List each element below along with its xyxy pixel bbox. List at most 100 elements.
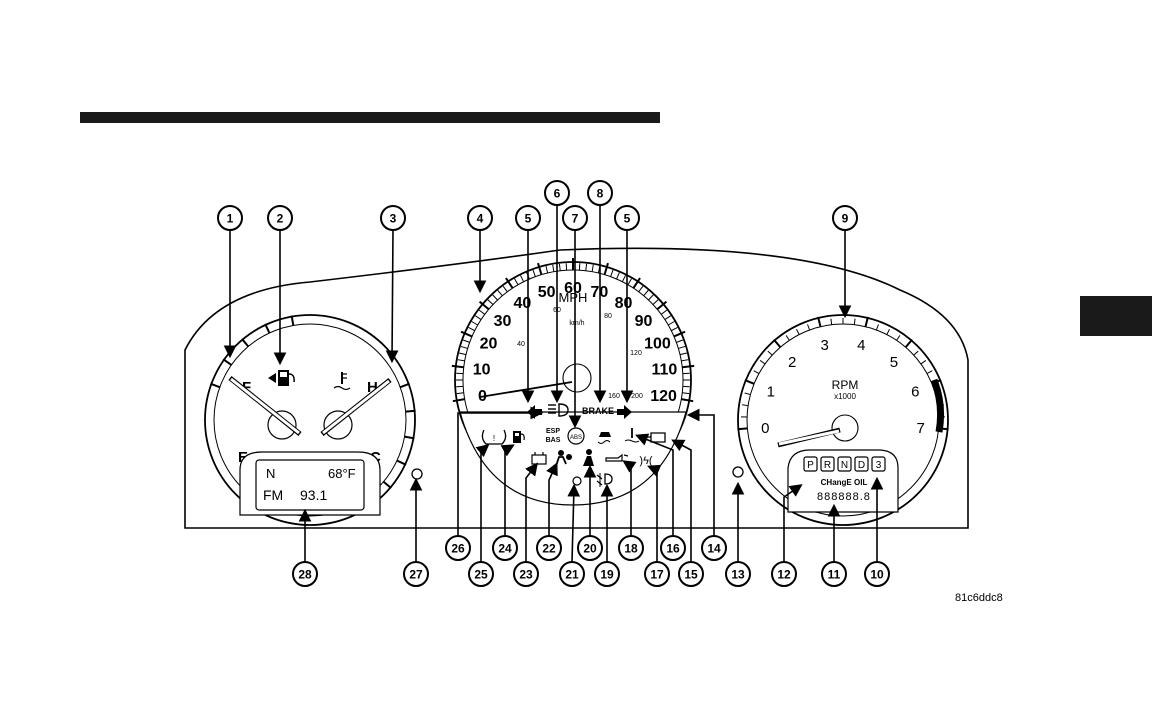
callout-number: 26 xyxy=(451,542,465,556)
callout-number: 6 xyxy=(554,187,561,201)
tach-tick xyxy=(774,340,781,348)
speed-tick xyxy=(459,353,466,355)
speed-tick xyxy=(674,332,685,337)
callout-8: 8 xyxy=(588,181,612,205)
speed-tick xyxy=(680,353,687,355)
callout-number: 9 xyxy=(842,212,849,226)
callout-number: 4 xyxy=(477,212,484,226)
tach-tick xyxy=(737,428,747,429)
callout-3: 3 xyxy=(381,206,405,230)
charging-system-icon: )ϟ( xyxy=(639,455,652,467)
speed-label: 50 xyxy=(538,284,556,301)
tach-tick xyxy=(745,393,751,395)
brake-warning-label: BRAKE xyxy=(582,406,614,416)
speed-tick xyxy=(644,290,648,295)
speed-tick xyxy=(475,316,481,320)
callout-9: 9 xyxy=(833,206,857,230)
callout-16: 16 xyxy=(661,536,685,560)
speed-unit: MPH xyxy=(559,290,588,305)
speed-label: 90 xyxy=(635,313,653,330)
tach-label: 3 xyxy=(821,337,829,354)
speed-unit-metric: km/h xyxy=(569,320,584,327)
callout-2: 2 xyxy=(268,206,292,230)
speed-tick xyxy=(472,322,478,326)
tach-tick xyxy=(914,351,918,355)
callout-number: 15 xyxy=(684,568,698,582)
speed-tick xyxy=(520,275,523,281)
speed-tick xyxy=(498,290,502,295)
speed-label: 120 xyxy=(650,388,677,405)
tach-tick xyxy=(887,329,890,334)
callout-24: 24 xyxy=(493,536,517,560)
callout-7: 7 xyxy=(563,206,587,230)
callout-19: 19 xyxy=(595,562,619,586)
callout-number: 23 xyxy=(519,568,533,582)
callout-number: 20 xyxy=(583,542,597,556)
temp-tick xyxy=(384,482,392,488)
tach-label: 1 xyxy=(767,384,775,401)
callout-27: 27 xyxy=(404,562,428,586)
speed-tick xyxy=(682,366,694,367)
speed-tick xyxy=(671,327,677,330)
svg-text:!: ! xyxy=(493,434,495,443)
callout-number: 18 xyxy=(624,542,638,556)
callout-number: 2 xyxy=(277,212,284,226)
indicator-lamp-13 xyxy=(733,467,743,477)
esp-label: ESP xyxy=(546,428,560,435)
indicator-lamp-21 xyxy=(573,477,581,485)
tach-tick xyxy=(742,405,748,406)
speed-tick xyxy=(503,286,507,292)
oil-change-message: CHangE OIL xyxy=(821,478,868,487)
svg-text:ABS: ABS xyxy=(570,435,582,441)
odometer-digits: 888888.8 xyxy=(817,491,871,503)
kmh-label: 40 xyxy=(517,341,525,348)
gear-label: N xyxy=(841,460,848,471)
speed-tick xyxy=(461,332,472,337)
callout-number: 22 xyxy=(542,542,556,556)
speed-tick xyxy=(681,399,693,401)
temp-tick xyxy=(400,384,409,387)
callout-25: 25 xyxy=(469,562,493,586)
speed-tick xyxy=(468,327,474,330)
tach-tick xyxy=(768,351,772,355)
tach-tick xyxy=(921,360,926,364)
tach-tick xyxy=(897,335,900,340)
callout-number: 13 xyxy=(731,568,745,582)
kmh-label: 200 xyxy=(631,393,643,400)
callout-number: 10 xyxy=(870,568,884,582)
radio-mode: N xyxy=(266,466,275,481)
callout-number: 7 xyxy=(572,212,579,226)
tach-tick xyxy=(754,371,759,374)
speed-tick xyxy=(553,265,554,272)
fuel-temp-gauge: F E H C N 68°F FM 93.1 xyxy=(205,315,416,525)
tach-tick xyxy=(876,324,878,330)
callout-28: 28 xyxy=(293,562,317,586)
bas-label: BAS xyxy=(546,437,561,444)
speed-tick xyxy=(533,270,535,277)
speed-tick xyxy=(546,266,548,273)
speed-tick xyxy=(622,275,625,281)
speed-tick xyxy=(681,360,688,361)
figure-code: 81c6ddc8 xyxy=(955,592,1003,604)
speed-tick xyxy=(479,310,485,314)
callout-number: 28 xyxy=(298,568,312,582)
speed-tick xyxy=(515,279,519,285)
tach-tick xyxy=(831,319,832,325)
speed-tick xyxy=(676,340,683,342)
leader-line xyxy=(650,467,657,562)
leader-line xyxy=(392,230,393,360)
kmh-label: 80 xyxy=(604,313,612,320)
kmh-label: 160 xyxy=(608,393,620,400)
callout-number: 1 xyxy=(227,212,234,226)
callout-number: 3 xyxy=(390,212,397,226)
callout-1: 1 xyxy=(218,206,242,230)
svg-text:)ϟ(: )ϟ( xyxy=(639,455,652,467)
tach-tick xyxy=(796,329,799,334)
speed-tick xyxy=(559,264,560,271)
fuel-tick xyxy=(265,324,269,333)
callout-5: 5 xyxy=(615,206,639,230)
callout-number: 5 xyxy=(525,212,532,226)
tach-label: 0 xyxy=(761,420,769,437)
